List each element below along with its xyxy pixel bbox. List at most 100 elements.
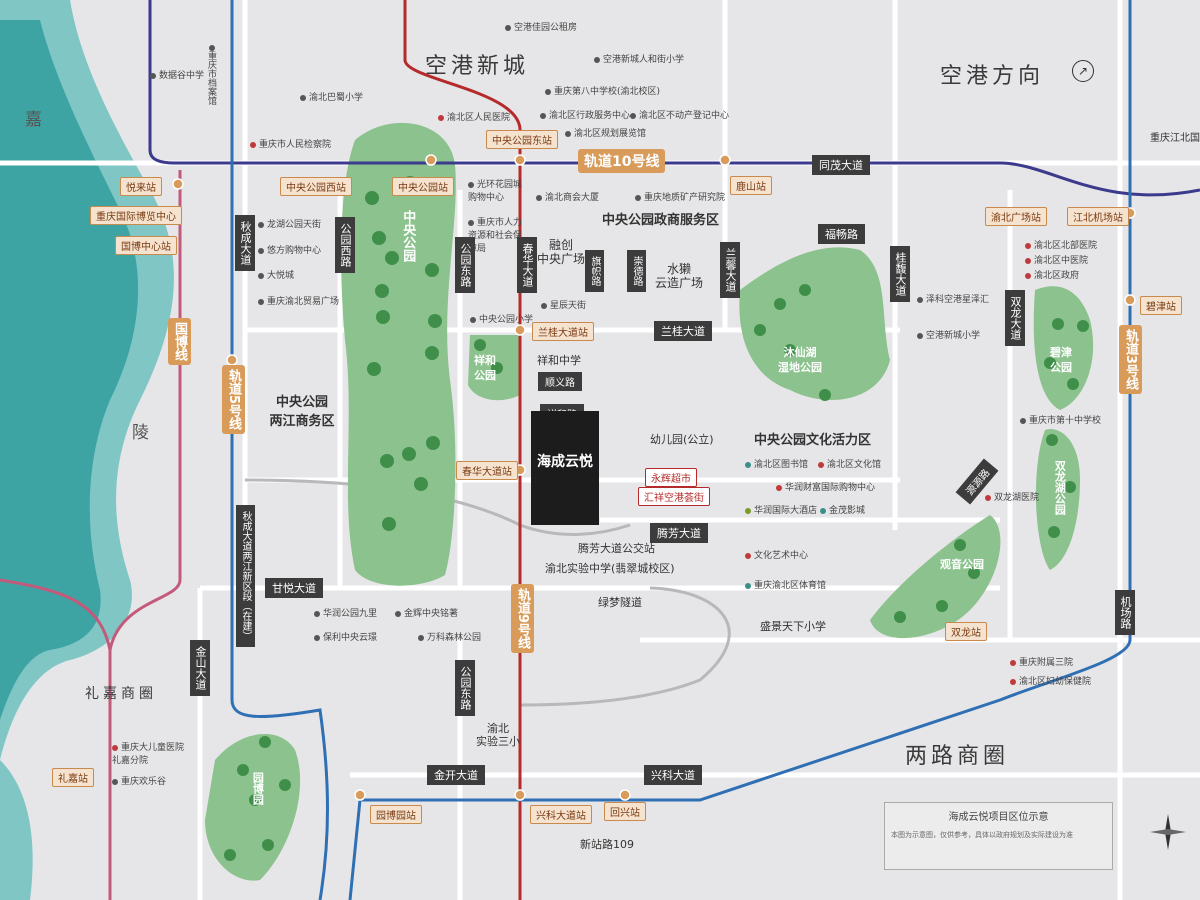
poi-hr-bureau: 重庆市人力资源和社会保障局	[468, 218, 523, 254]
station-yuelai: 悦来站	[120, 177, 162, 196]
line-9-tag: 轨道9号线	[511, 584, 534, 654]
station-lushan: 鹿山站	[730, 176, 772, 195]
poi-happy-valley: 重庆欢乐谷	[112, 774, 166, 787]
poi-geology-institute: 重庆地质矿产研究院	[635, 190, 725, 203]
poi-3rd-hospital: 重庆附属三院	[1010, 655, 1073, 668]
road-tengfang: 腾芳大道	[650, 523, 708, 543]
legend-title: 海成云悦项目区位示意	[948, 812, 1049, 823]
road-langui: 兰桂大道	[654, 321, 712, 341]
poi-hospital: 渝北区人民医院	[438, 110, 510, 123]
road-shuanglong: 双龙大道	[1005, 290, 1025, 346]
poi-shengjing-school: 盛景天下小学	[760, 620, 826, 633]
poi-lvmeng-tunnel: 绿梦隧道	[598, 596, 642, 609]
station-lijia: 礼嘉站	[52, 768, 94, 787]
station-zhongyanggongyuan-west: 中央公园西站	[280, 177, 352, 196]
road-qiucheng-construction: 秋成大道两江新区段（在建）	[236, 505, 255, 647]
road-park-west: 公园西路	[335, 217, 355, 273]
legend-box: 海成云悦项目区位示意 本图为示意图，仅供参考，具体以政府规划及实际建设为准	[884, 802, 1113, 870]
road-park-east: 公园东路	[455, 237, 475, 293]
station-zhongyanggongyuan: 中央公园站	[392, 177, 454, 196]
area-lianglu: 两路商圈	[905, 744, 1010, 769]
road-xingke: 兴科大道	[644, 765, 702, 785]
station-shuanglong: 双龙站	[945, 622, 987, 641]
station-yubei-square: 渝北广场站	[985, 207, 1047, 226]
poi-north-hospital: 渝北区北部医院	[1025, 238, 1097, 251]
poi-planning-hall: 渝北区规划展览馆	[565, 126, 646, 139]
poi-renhe-school: 空港新城人和街小学	[594, 52, 684, 65]
poi-chamber: 渝北商会大厦	[536, 190, 599, 203]
poi-youfang-mall: 悠方购物中心	[258, 243, 321, 256]
poi-art-center: 文化艺术中心	[745, 548, 808, 561]
poi-huarun-hotel: 华润国际大酒店	[745, 503, 817, 516]
project-name: 海成云悦	[537, 454, 593, 470]
poi-experimental-middle: 渝北实验中学(翡翠城校区)	[545, 562, 675, 575]
poi-zeke: 泽科空港星泽汇	[917, 292, 989, 305]
poi-joy-city: 大悦城	[258, 268, 294, 281]
poi-gym: 重庆渝北区体育馆	[745, 578, 826, 591]
poi-10th-school: 重庆市第十中学校	[1020, 413, 1101, 426]
poi-childrens-hospital: 重庆大儿童医院礼嘉分院	[112, 743, 185, 766]
legend-note: 本图为示意图，仅供参考，具体以政府规划及实际建设为准	[891, 831, 1073, 839]
station-langui: 兰桂大道站	[532, 322, 594, 341]
poi-rongchuang: 融创 中央广场	[537, 238, 586, 267]
project-block[interactable]: 海成云悦	[531, 411, 599, 525]
river-label-b: 陵	[132, 423, 149, 443]
poi-bashu-school: 渝北巴蜀小学	[300, 90, 363, 103]
park-muxianhu: 沐仙湖 湿地公园	[778, 346, 822, 375]
poi-admin-center: 渝北区行政服务中心	[540, 108, 630, 121]
district-government: 中央公园政商服务区	[602, 213, 720, 228]
poi-property-center: 渝北区不动产登记中心	[630, 108, 729, 121]
poi-tcm-hospital: 渝北区中医院	[1025, 253, 1088, 266]
river-label-a: 嘉	[25, 110, 42, 130]
poi-experimental-3: 渝北 实验三小	[476, 722, 520, 749]
poi-park-primary: 中央公园小学	[470, 312, 533, 325]
road-shunyi: 顺义路	[538, 372, 582, 391]
poi-library: 渝北区图书馆	[745, 457, 808, 470]
park-bijin: 碧津 公园	[1050, 346, 1072, 375]
district-central-park-liangjiang: 中央公园 两江商务区	[269, 395, 335, 429]
poi-vanke: 万科森林公园	[418, 630, 481, 643]
station-yuanboyuan: 园博园站	[370, 805, 422, 824]
poi-huarun-mall: 华润财富国际购物中心	[776, 480, 875, 493]
central-park-shape	[341, 122, 456, 586]
poi-xianghe-middle: 祥和中学	[537, 354, 581, 367]
area-airport-direction: 空港方向	[940, 64, 1045, 89]
park-yuanboyuan: 园博园	[251, 772, 265, 805]
poi-procuratorate: 重庆市人民检察院	[250, 137, 331, 150]
poi-trade-plaza: 重庆渝北贸易广场	[258, 294, 339, 307]
compass-icon	[1150, 814, 1186, 850]
area-lijia: 礼嘉商圈	[85, 686, 157, 702]
poi-bazhong: 重庆第八中学校(渝北校区)	[545, 84, 660, 97]
bottom-road-label: 新站路109	[580, 838, 634, 851]
road-airport: 机场路	[1115, 590, 1135, 635]
road-tongmao: 同茂大道	[812, 155, 870, 175]
line-5-tag: 轨道5号线	[222, 365, 245, 435]
road-jinshan: 金山大道	[190, 640, 210, 696]
poi-maternity: 渝北区妇幼保健院	[1010, 674, 1091, 687]
poi-xingchen: 星辰天街	[541, 298, 586, 311]
poi-culture-hall: 渝北区文化馆	[818, 457, 881, 470]
poi-longhu-mall: 龙湖公园天街	[258, 217, 321, 230]
road-chongde: 崇德路	[627, 250, 646, 292]
park-central: 中央公园	[400, 210, 416, 262]
station-chunhua: 春华大道站	[456, 461, 518, 480]
river-lower	[0, 760, 33, 900]
road-jinkai: 金开大道	[427, 765, 485, 785]
station-airport: 江北机场站	[1067, 207, 1129, 226]
poi-shuanglong-hospital: 双龙湖医院	[985, 490, 1039, 503]
poi-archives: 重庆市档案馆	[205, 45, 218, 105]
poi-kg-primary: 空港新城小学	[917, 328, 980, 341]
station-bijin: 碧津站	[1140, 296, 1182, 315]
poi-shuita: 水獭 云造广场	[655, 262, 704, 291]
road-ganyue: 甘悦大道	[265, 578, 323, 598]
park-shuanglonghu: 双龙湖公园	[1053, 460, 1067, 515]
poi-yonghui: 永辉超市	[645, 468, 697, 487]
poi-baoli: 保利中央云璟	[314, 630, 377, 643]
line-3-tag: 轨道3号线	[1119, 325, 1142, 395]
jialing-river-inner	[0, 20, 139, 720]
poi-kindergarten: 幼儿园(公立)	[650, 433, 714, 446]
line-guobo-tag: 国博线	[168, 318, 191, 365]
poi-jinhui: 金辉中央铭著	[395, 606, 458, 619]
road-qiucheng: 秋成大道	[235, 215, 255, 271]
